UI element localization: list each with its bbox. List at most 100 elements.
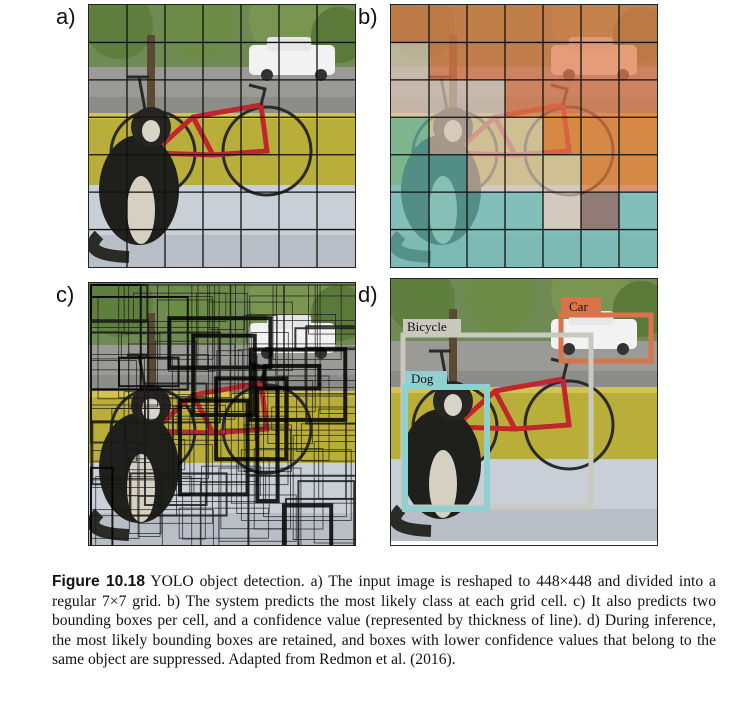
candidate-box	[304, 346, 355, 388]
class-cell	[581, 117, 619, 155]
panel-b-svg	[391, 5, 657, 267]
candidate-box	[255, 386, 280, 504]
candidate-box	[91, 420, 127, 486]
class-cell	[505, 229, 543, 267]
class-cell	[467, 79, 505, 118]
candidate-box	[214, 376, 289, 462]
candidate-box	[90, 466, 114, 545]
class-cell	[581, 79, 619, 118]
bicycle-label-bg	[403, 319, 461, 335]
candidate-box	[95, 476, 193, 545]
class-cell	[543, 192, 581, 230]
class-cell	[619, 42, 657, 80]
class-cell	[505, 154, 543, 193]
car-label-bg	[561, 297, 601, 315]
class-cell	[581, 229, 619, 267]
panel-label-b: b)	[358, 4, 378, 29]
dog-label: Dog	[411, 371, 434, 386]
class-cell	[581, 192, 619, 230]
candidate-box	[161, 477, 202, 545]
bicycle-label: Bicycle	[407, 319, 447, 334]
candidate-box	[297, 480, 355, 545]
candidate-box	[263, 395, 347, 518]
class-cells	[391, 5, 657, 267]
candidate-box	[296, 394, 355, 452]
class-cell	[429, 79, 467, 118]
candidate-box	[128, 458, 162, 534]
class-cell	[581, 154, 619, 193]
panel-b-class-map	[390, 4, 658, 268]
class-cell	[391, 42, 429, 80]
candidate-boxes	[90, 284, 355, 545]
class-cell	[543, 229, 581, 267]
car-box	[558, 312, 654, 364]
class-cell	[505, 192, 543, 230]
candidate-box	[268, 320, 355, 370]
panel-label-a: a)	[56, 4, 76, 29]
class-cell	[391, 5, 429, 43]
class-cell	[467, 5, 505, 43]
class-cell	[429, 154, 467, 193]
dog-label-bg	[405, 371, 447, 387]
figure-number: Figure 10.18	[52, 573, 146, 590]
candidate-box	[230, 393, 355, 504]
candidate-box	[253, 448, 324, 530]
panel-a-svg	[89, 5, 355, 267]
panel-c-bounding-boxes	[88, 282, 356, 546]
candidate-box	[191, 333, 257, 418]
candidate-box	[308, 284, 355, 335]
candidate-box	[177, 398, 250, 497]
candidate-box	[126, 462, 175, 497]
class-cell	[391, 154, 429, 193]
class-cell	[543, 154, 581, 193]
class-cell	[619, 5, 657, 43]
caption-text: YOLO object detection. a) The input imag…	[52, 573, 716, 669]
panel-label-c: c)	[56, 282, 75, 307]
class-cell	[467, 117, 505, 155]
candidate-box	[281, 503, 334, 545]
class-cell	[581, 42, 619, 80]
class-cell	[619, 117, 657, 155]
class-cell	[581, 5, 619, 43]
candidate-box	[133, 292, 227, 322]
car-label: Car	[569, 299, 588, 314]
candidate-box	[182, 493, 206, 540]
candidate-box	[218, 467, 302, 545]
class-cell	[543, 42, 581, 80]
candidate-box	[137, 495, 161, 537]
class-cell	[619, 192, 657, 230]
class-cell	[619, 154, 657, 193]
candidate-box	[137, 444, 213, 524]
candidate-box	[118, 284, 231, 399]
panel-label-d: d)	[358, 282, 378, 307]
candidate-box	[110, 439, 186, 471]
class-cell	[391, 117, 429, 155]
class-cell	[429, 117, 467, 155]
candidate-box	[159, 404, 226, 436]
class-cell	[505, 79, 543, 118]
candidate-box	[172, 415, 289, 486]
class-cell	[619, 79, 657, 118]
class-cell	[543, 79, 581, 118]
class-cell	[429, 42, 467, 80]
candidate-box	[271, 406, 355, 431]
panel-d-svg: Car Bicycle Dog	[391, 279, 657, 545]
class-cell	[505, 117, 543, 155]
grid-7x7	[391, 5, 657, 267]
candidate-box	[300, 423, 355, 462]
class-cell	[391, 79, 429, 118]
class-cell	[467, 229, 505, 267]
candidate-box	[284, 497, 355, 545]
candidate-box	[313, 441, 355, 544]
class-cell	[543, 117, 581, 155]
candidate-box	[129, 472, 228, 517]
candidate-box	[156, 299, 214, 360]
class-cell	[543, 5, 581, 43]
candidate-box	[178, 507, 269, 539]
candidate-box	[248, 347, 348, 422]
class-cell	[505, 42, 543, 80]
class-cell	[429, 192, 467, 230]
class-cell	[467, 192, 505, 230]
candidate-box	[292, 434, 355, 540]
panel-c-svg	[89, 283, 355, 545]
